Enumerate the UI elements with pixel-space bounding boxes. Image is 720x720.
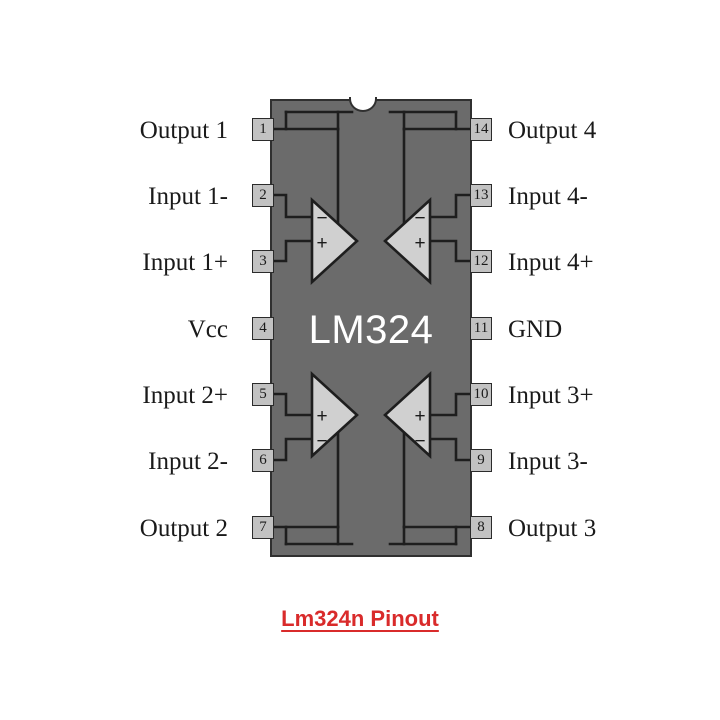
pin-label-output-1: Output 1 — [139, 117, 228, 144]
pin-number-box-10: 10 — [470, 383, 492, 406]
pin-label-input-4-plus: Input 4+ — [508, 249, 594, 276]
pin-label-vcc: Vcc — [187, 316, 228, 343]
pin-number-box-13: 13 — [470, 184, 492, 207]
pin-number-box-11: 11 — [470, 317, 492, 340]
pin-label-gnd: GND — [508, 316, 563, 343]
pin-number-box-6: 6 — [252, 449, 274, 472]
pin-number-box-7: 7 — [252, 516, 274, 539]
part-number-marking: LM324 — [308, 308, 434, 352]
pin-number-box-5: 5 — [252, 383, 274, 406]
left-pin-label-column: Output 1 Input 1- Input 1+ Vcc Input 2+ … — [60, 0, 228, 720]
pin-label-input-2-plus: Input 2+ — [142, 382, 228, 409]
pin-label-input-1-minus: Input 1- — [148, 183, 228, 210]
chip-package-body — [270, 99, 472, 557]
diagram-caption: Lm324n Pinout — [281, 606, 439, 631]
pin-number-box-3: 3 — [252, 250, 274, 273]
pin-label-output-3: Output 3 — [508, 515, 597, 542]
pin-label-input-3-plus: Input 3+ — [508, 382, 594, 409]
right-pin-label-column: Output 4 Input 4- Input 4+ GND Input 3+ … — [508, 0, 708, 720]
pin-label-output-4: Output 4 — [508, 117, 597, 144]
pin-number-box-9: 9 — [470, 449, 492, 472]
pin-number-box-4: 4 — [252, 317, 274, 340]
pin-number-box-1: 1 — [252, 118, 274, 141]
pin-number-box-8: 8 — [470, 516, 492, 539]
pin-label-input-4-minus: Input 4- — [508, 183, 588, 210]
pin-label-output-2: Output 2 — [139, 515, 228, 542]
pin-label-input-2-minus: Input 2- — [148, 448, 228, 475]
pin-number-box-14: 14 — [470, 118, 492, 141]
pin-label-input-3-minus: Input 3- — [508, 448, 588, 475]
pin-number-box-12: 12 — [470, 250, 492, 273]
pin-number-box-2: 2 — [252, 184, 274, 207]
pin-label-input-1-plus: Input 1+ — [142, 249, 228, 276]
